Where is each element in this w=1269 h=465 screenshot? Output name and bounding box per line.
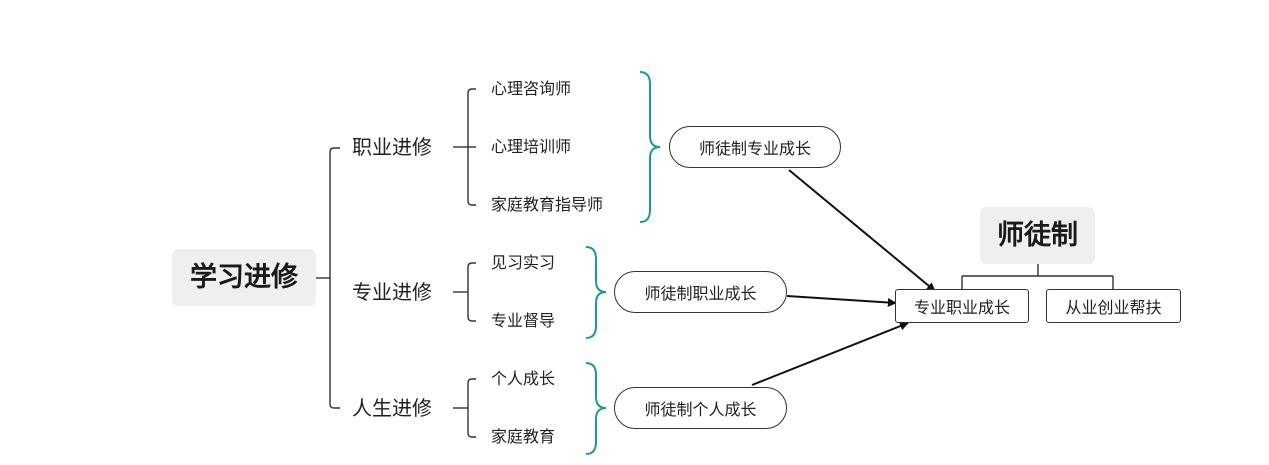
leaf-item: 见习实习 <box>491 253 556 272</box>
root-node: 学习进修 <box>172 249 316 306</box>
category-career: 职业进修 <box>352 135 432 159</box>
mentorship-child-support: 从业创业帮扶 <box>1046 289 1181 323</box>
mentorship-title: 师徒制 <box>980 207 1095 264</box>
arrows <box>751 169 936 386</box>
root-bracket <box>316 147 340 409</box>
pill-professional-growth: 师徒制专业成长 <box>669 126 841 168</box>
teal-braces <box>585 71 661 455</box>
mentorship-child-growth: 专业职业成长 <box>895 289 1029 323</box>
leaf-item: 家庭教育 <box>491 427 556 446</box>
leaf-item: 心理培训师 <box>491 137 572 156</box>
leaf-item: 个人成长 <box>491 369 556 388</box>
category-life: 人生进修 <box>352 396 432 420</box>
leaf-item: 家庭教育指导师 <box>491 195 604 214</box>
category-professional: 专业进修 <box>352 280 432 304</box>
leaf-item: 心理咨询师 <box>491 79 572 98</box>
category-brackets <box>453 88 476 438</box>
pill-personal-growth: 师徒制个人成长 <box>614 387 787 429</box>
pill-career-growth: 师徒制职业成长 <box>614 271 787 313</box>
mentorship-connector <box>961 264 1114 289</box>
leaf-item: 专业督导 <box>491 311 556 330</box>
